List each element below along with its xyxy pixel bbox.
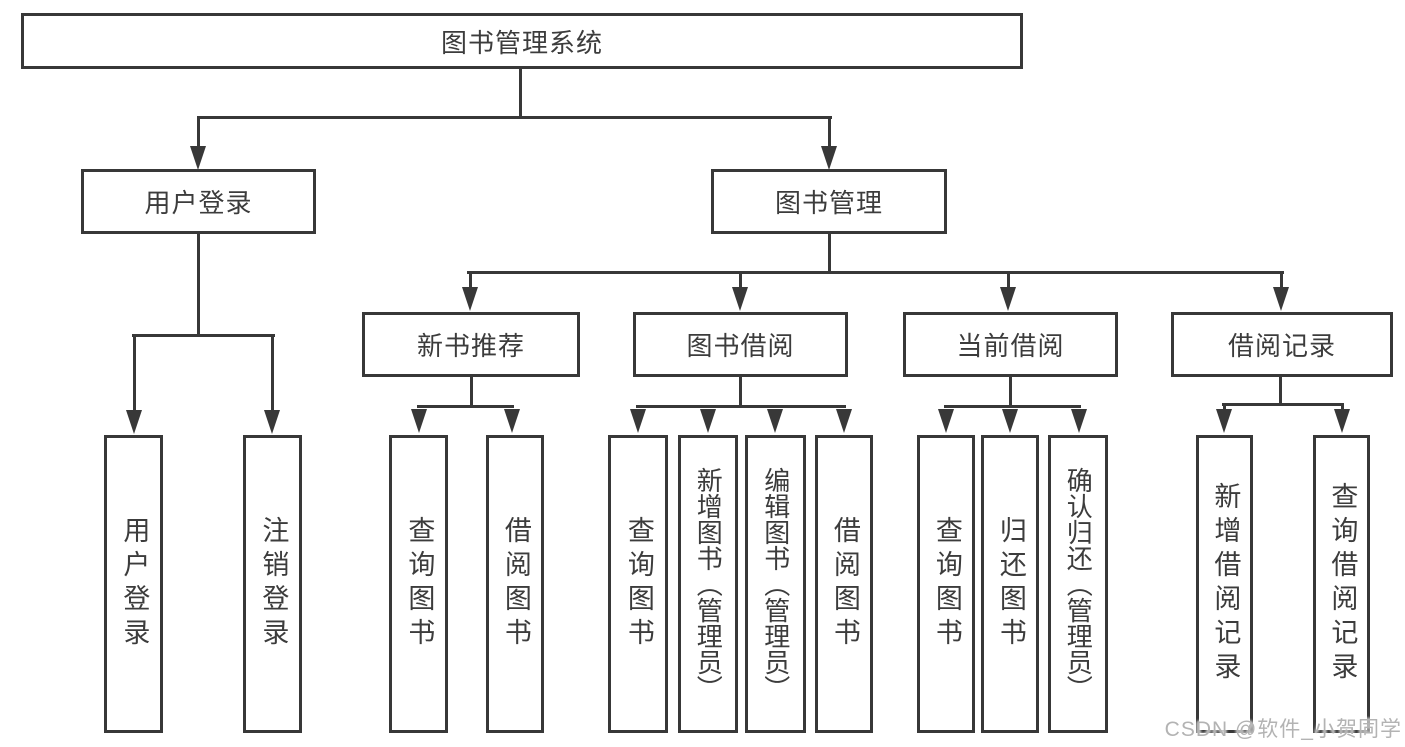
arrowhead-icon bbox=[836, 409, 852, 433]
leaf-search-books-current: 查询图书 bbox=[917, 435, 975, 733]
leaf-search-books-recommend: 查询图书 bbox=[389, 435, 448, 733]
arrowhead-icon bbox=[126, 410, 142, 434]
leaf-label: 用户登录 bbox=[119, 516, 150, 652]
connector bbox=[944, 405, 1081, 408]
arrowhead-icon bbox=[732, 287, 748, 311]
leaf-search-borrow-record: 查询借阅记录 bbox=[1313, 435, 1370, 733]
node-label: 借阅记录 bbox=[1227, 331, 1336, 361]
node-label: 图书管理 bbox=[774, 188, 883, 218]
node-current-borrow: 当前借阅 bbox=[903, 312, 1118, 377]
arrowhead-icon bbox=[504, 409, 520, 433]
connector bbox=[739, 271, 742, 289]
arrowhead-icon bbox=[630, 409, 646, 433]
arrowhead-icon bbox=[1002, 409, 1018, 433]
arrowhead-icon bbox=[411, 409, 427, 433]
leaf-add-books-admin: 新增图书（管理员） bbox=[678, 435, 738, 733]
connector bbox=[197, 116, 200, 148]
connector bbox=[1222, 403, 1344, 406]
leaf-add-borrow-record: 新增借阅记录 bbox=[1196, 435, 1253, 733]
leaf-label: 编辑图书（管理员） bbox=[760, 467, 791, 701]
arrowhead-icon bbox=[1334, 409, 1350, 433]
root-box-library-system: 图书管理系统 bbox=[21, 13, 1023, 69]
connector bbox=[417, 405, 514, 408]
arrowhead-icon bbox=[462, 287, 478, 311]
arrowhead-icon bbox=[938, 409, 954, 433]
node-label: 当前借阅 bbox=[956, 331, 1065, 361]
leaf-label: 新增图书（管理员） bbox=[693, 467, 724, 701]
node-label: 新书推荐 bbox=[416, 331, 525, 361]
leaf-label: 借阅图书 bbox=[829, 516, 860, 652]
leaf-edit-books-admin: 编辑图书（管理员） bbox=[745, 435, 806, 733]
csdn-watermark: CSDN @软件_小贺同学 bbox=[1164, 718, 1402, 741]
node-label: 用户登录 bbox=[144, 188, 253, 218]
leaf-label: 借阅图书 bbox=[500, 516, 531, 652]
arrowhead-icon bbox=[1216, 409, 1232, 433]
leaf-label: 确认归还（管理员） bbox=[1063, 467, 1094, 701]
connector bbox=[828, 116, 831, 148]
arrowhead-icon bbox=[1273, 287, 1289, 311]
leaf-label: 注销登录 bbox=[258, 516, 289, 652]
node-user-login: 用户登录 bbox=[81, 169, 316, 234]
connector bbox=[467, 271, 1284, 274]
connector bbox=[1009, 377, 1012, 408]
arrowhead-icon bbox=[821, 146, 837, 170]
arrowhead-icon bbox=[700, 409, 716, 433]
connector bbox=[132, 334, 275, 337]
root-label: 图书管理系统 bbox=[440, 27, 603, 58]
leaf-borrow-books: 借阅图书 bbox=[815, 435, 873, 733]
arrowhead-icon bbox=[1000, 287, 1016, 311]
connector bbox=[1223, 403, 1226, 412]
connector bbox=[469, 271, 472, 289]
leaf-label: 归还图书 bbox=[995, 516, 1026, 652]
connector bbox=[470, 377, 473, 408]
leaf-label: 查询图书 bbox=[404, 516, 435, 652]
leaf-label: 查询图书 bbox=[623, 516, 654, 652]
connector bbox=[519, 69, 522, 119]
node-new-book-recommend: 新书推荐 bbox=[362, 312, 580, 377]
connector bbox=[828, 234, 831, 274]
connector bbox=[133, 334, 136, 412]
leaf-label: 查询借阅记录 bbox=[1327, 482, 1358, 686]
connector bbox=[1280, 271, 1283, 289]
leaf-return-books: 归还图书 bbox=[981, 435, 1039, 733]
connector bbox=[739, 377, 742, 408]
connector bbox=[1007, 271, 1010, 289]
leaf-user-login: 用户登录 bbox=[104, 435, 163, 733]
arrowhead-icon bbox=[190, 146, 206, 170]
leaf-logout: 注销登录 bbox=[243, 435, 302, 733]
arrowhead-icon bbox=[1071, 409, 1087, 433]
connector bbox=[636, 405, 846, 408]
connector bbox=[197, 234, 200, 337]
connector bbox=[1341, 403, 1344, 412]
leaf-search-books-borrow: 查询图书 bbox=[608, 435, 668, 733]
connector bbox=[271, 334, 274, 412]
node-label: 图书借阅 bbox=[686, 331, 795, 361]
arrowhead-icon bbox=[264, 410, 280, 434]
node-borrow-records: 借阅记录 bbox=[1171, 312, 1393, 377]
node-book-management: 图书管理 bbox=[711, 169, 947, 234]
connector bbox=[1279, 377, 1282, 406]
connector bbox=[197, 116, 832, 119]
leaf-borrow-books-recommend: 借阅图书 bbox=[486, 435, 544, 733]
leaf-label: 查询图书 bbox=[931, 516, 962, 652]
leaf-confirm-return-admin: 确认归还（管理员） bbox=[1048, 435, 1108, 733]
arrowhead-icon bbox=[767, 409, 783, 433]
node-book-borrow: 图书借阅 bbox=[633, 312, 848, 377]
leaf-label: 新增借阅记录 bbox=[1210, 482, 1241, 686]
